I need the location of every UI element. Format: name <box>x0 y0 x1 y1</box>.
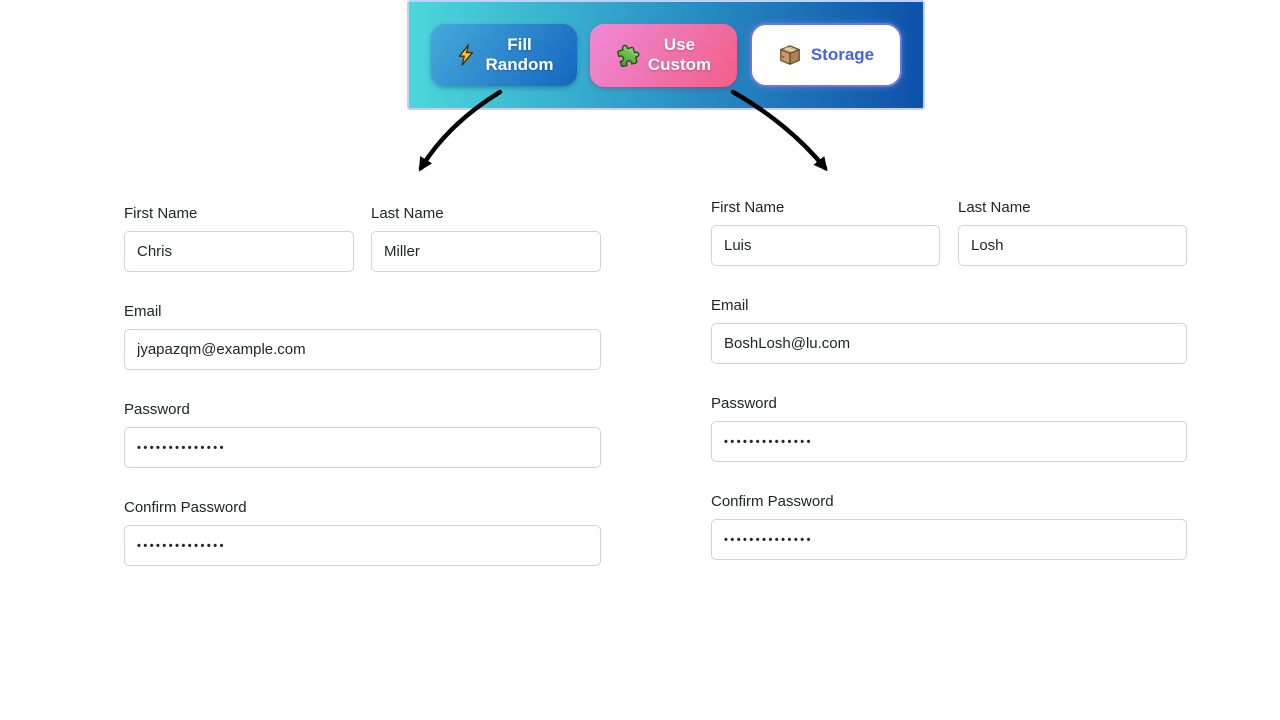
first-name-input[interactable] <box>711 225 940 266</box>
storage-label: Storage <box>810 45 875 64</box>
last-name-label: Last Name <box>958 199 1031 216</box>
use-custom-label: Use Custom <box>647 35 712 74</box>
last-name-label: Last Name <box>371 205 444 222</box>
storage-button[interactable]: Storage <box>749 23 902 87</box>
confirm-password-input[interactable] <box>711 519 1187 560</box>
package-icon <box>777 42 803 68</box>
confirm-password-input[interactable] <box>124 525 601 566</box>
password-label: Password <box>711 395 777 412</box>
puzzle-icon <box>615 43 640 68</box>
custom-filled-form: First Name Last Name Email Password Conf… <box>711 199 1187 591</box>
password-label: Password <box>124 401 190 418</box>
password-input[interactable] <box>711 421 1187 462</box>
confirm-password-label: Confirm Password <box>124 499 247 516</box>
email-label: Email <box>711 297 749 314</box>
first-name-input[interactable] <box>124 231 354 272</box>
first-name-label: First Name <box>711 199 785 216</box>
last-name-input[interactable] <box>371 231 601 272</box>
last-name-input[interactable] <box>958 225 1187 266</box>
extension-toolbar: Fill Random Use Custom <box>407 0 925 110</box>
confirm-password-label: Confirm Password <box>711 493 834 510</box>
fill-random-button[interactable]: Fill Random <box>430 24 577 86</box>
first-name-label: First Name <box>124 205 198 222</box>
fill-random-label: Fill Random <box>485 35 554 74</box>
random-filled-form: First Name Last Name Email Password Conf… <box>124 205 601 597</box>
use-custom-button[interactable]: Use Custom <box>589 23 737 87</box>
email-input[interactable] <box>711 323 1187 364</box>
email-label: Email <box>124 303 162 320</box>
lightning-icon <box>454 43 478 67</box>
email-input[interactable] <box>124 329 601 370</box>
password-input[interactable] <box>124 427 601 468</box>
